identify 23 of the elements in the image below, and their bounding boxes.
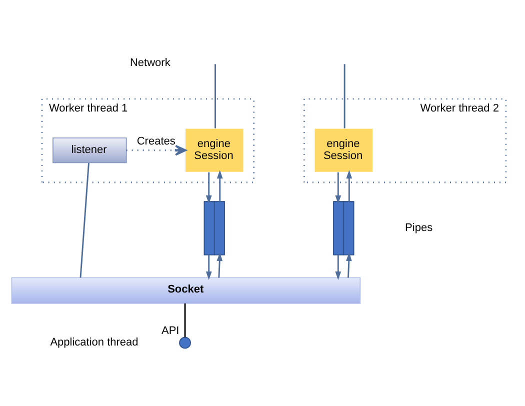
node-box: Socket [11,277,361,304]
arrow [335,254,342,280]
node-label: API [161,325,180,338]
node-box: listener [52,137,127,164]
arrow [346,252,352,278]
arrow [206,254,212,280]
node-circle [179,336,191,349]
label: Network [130,57,170,70]
arrow [216,170,223,202]
label: Pipes [405,222,433,234]
node-box: engine Session [314,128,373,172]
node-box: engine Session [185,128,244,172]
arrow [206,172,212,204]
arrow [216,252,223,278]
edge-label: Creates [136,135,176,148]
label: Application thread [50,336,138,349]
arrow [335,172,342,204]
connector [80,163,90,278]
arrow [346,170,352,202]
arrow [126,144,187,156]
connector [184,303,186,338]
connector [214,64,216,128]
connector [344,64,346,128]
